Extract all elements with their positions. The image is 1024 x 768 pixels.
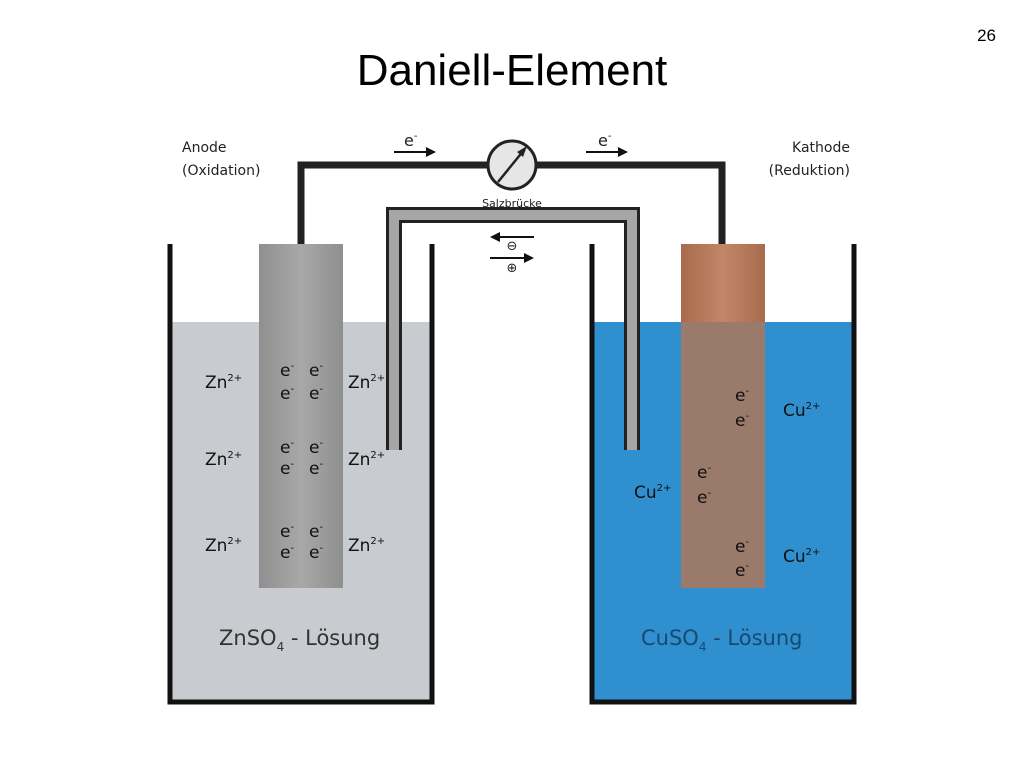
electron-label: e-	[309, 438, 323, 458]
zn-ion-label: Zn2+	[205, 536, 242, 556]
voltmeter-icon	[486, 139, 538, 191]
electron-label: e-	[280, 522, 294, 542]
electron-label: e-	[735, 537, 749, 557]
electron-label: e-	[735, 561, 749, 581]
zn-ion-label: Zn2+	[205, 450, 242, 470]
anode-sublabel: (Oxidation)	[182, 163, 260, 179]
copper-electrode-immersed	[681, 322, 765, 588]
cathode-label: Kathode	[792, 140, 850, 156]
cu-ion-label: Cu2+	[634, 483, 671, 503]
zn-ion-label: Zn2+	[205, 373, 242, 393]
left-beaker	[167, 244, 435, 705]
salt-bridge-label: Salzbrücke	[482, 197, 542, 210]
electron-label: e-	[309, 361, 323, 381]
slide-title: Daniell-Element	[356, 46, 668, 95]
electron-label: e-	[280, 459, 294, 479]
salt-bridge-inner	[389, 210, 637, 450]
electron-flow-arrow-left	[394, 147, 436, 157]
right-solution-label: CuSO4 - Lösung	[641, 626, 802, 654]
copper-electrode-top	[681, 244, 765, 322]
cu-ion-label: Cu2+	[783, 401, 820, 421]
zn-ion-label: Zn2+	[348, 450, 385, 470]
plus-sign-icon: ⊕	[507, 261, 518, 276]
electron-label: e-	[280, 361, 294, 381]
electron-label: e-	[309, 384, 323, 404]
electron-label: e-	[280, 438, 294, 458]
zinc-electrode	[259, 244, 343, 588]
electron-label-left: e-	[404, 131, 418, 150]
minus-sign-icon: ⊖	[507, 239, 518, 254]
zn-ion-label: Zn2+	[348, 373, 385, 393]
anode-label: Anode	[182, 140, 227, 156]
electron-label-right: e-	[598, 131, 612, 150]
electron-label: e-	[280, 384, 294, 404]
zn-ion-label: Zn2+	[348, 536, 385, 556]
electron-label: e-	[697, 463, 711, 483]
anion-arrow	[490, 232, 534, 242]
ions-layer: Zn2+ Zn2+ Zn2+ Zn2+ Zn2+ Zn2+ e-e-e-e-e-e-e-e-…	[205, 361, 820, 581]
cu-ion-label: Cu2+	[783, 547, 820, 567]
electron-label: e-	[280, 543, 294, 563]
slide-number: 26	[977, 26, 996, 45]
electron-label: e-	[735, 386, 749, 406]
electron-flow-arrow-right	[586, 147, 628, 157]
electron-label: e-	[309, 459, 323, 479]
cation-arrow	[490, 253, 534, 263]
cathode-sublabel: (Reduktion)	[769, 163, 850, 179]
electron-label: e-	[735, 411, 749, 431]
electron-label: e-	[309, 522, 323, 542]
right-beaker	[589, 244, 857, 705]
left-solution-label: ZnSO4 - Lösung	[219, 626, 380, 654]
electron-label: e-	[309, 543, 323, 563]
electron-label: e-	[697, 488, 711, 508]
